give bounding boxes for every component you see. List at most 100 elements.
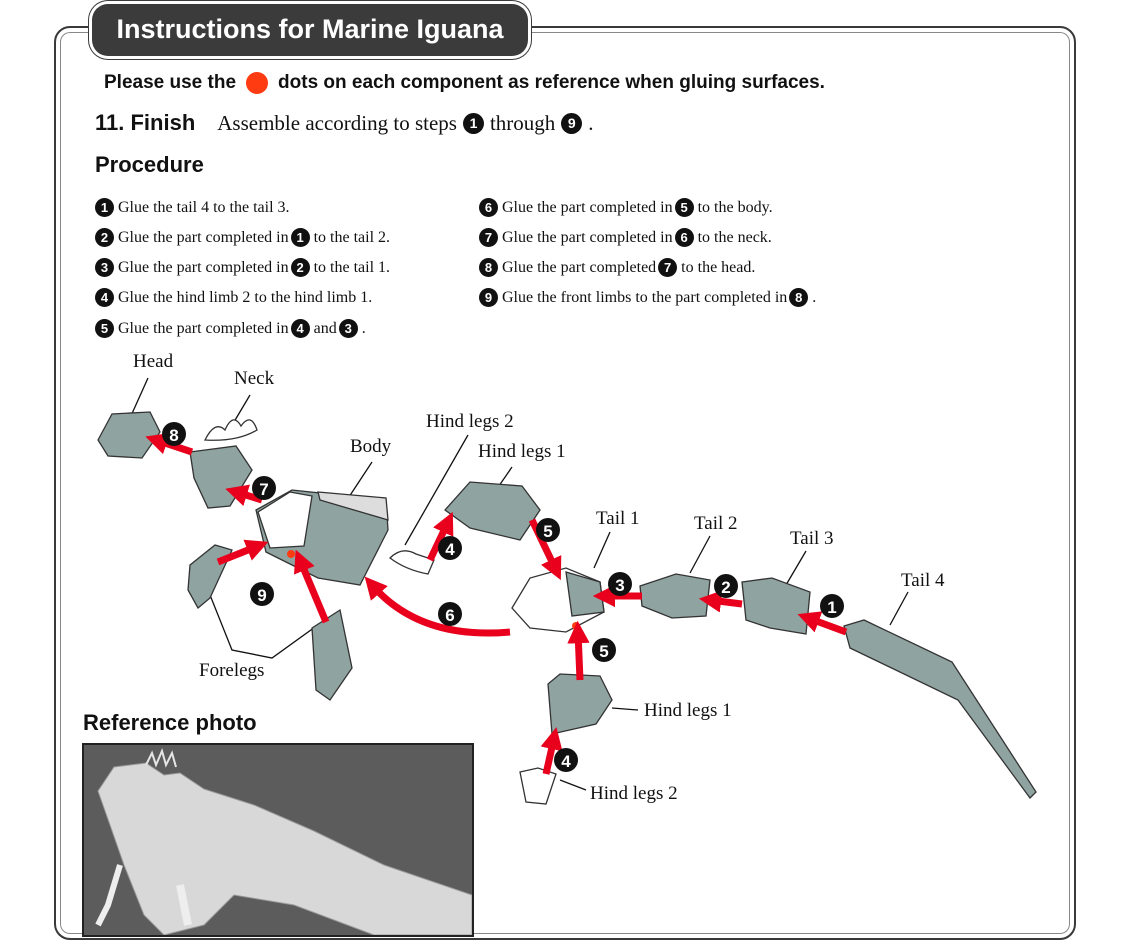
step-text: Glue the tail 4 to the tail 3. [118,198,290,216]
step-text: Glue the part completed in [118,228,289,246]
step-item-1: 1 Glue the tail 4 to the tail 3. [95,198,290,217]
assembly-diagram: 8 7 9 4 5 6 3 2 1 5 4 [97,377,1037,805]
step-badge-label: 8 [169,426,178,445]
step-badge: 4 [438,536,462,560]
step-item-8: 8 Glue the part completed 7 to the head. [479,258,755,277]
label-hind-legs-1-bottom: Hind legs 1 [644,700,732,721]
step-item-7: 7 Glue the part completed in 6 to the ne… [479,228,772,247]
step-badge-label: 4 [561,752,571,771]
step-item-9: 9 Glue the front limbs to the part compl… [479,288,816,307]
step-item-6: 6 Glue the part completed in 5 to the bo… [479,198,773,217]
step-text: and [313,319,337,337]
step-number-icon: 6 [674,228,694,247]
step-number-icon: 1 [462,112,484,134]
step-number-icon: 7 [658,258,678,277]
step-text: Glue the front limbs to the part complet… [502,288,788,306]
neck-spikes [203,419,258,441]
step-text: to the body. [697,198,773,216]
step-badge: 9 [250,582,274,606]
procedure-heading: Procedure [95,152,204,177]
finish-label: 11. Finish [95,110,196,135]
label-hind-legs-2-bottom: Hind legs 2 [590,783,678,804]
step-item-4: 4 Glue the hind limb 2 to the hind limb … [95,288,372,307]
step-number-icon: 2 [290,258,310,277]
step-number-icon: 4 [95,288,114,307]
step-number-icon: 4 [290,319,310,338]
label-neck: Neck [234,368,275,389]
iguana-photo-image [84,745,472,935]
assembly-arrows [145,432,848,775]
step-text: Glue the part completed [502,258,657,276]
step-badge: 3 [608,572,632,596]
label-hind-legs-2-top: Hind legs 2 [426,411,514,432]
step-number-icon: 5 [95,319,114,338]
step-text: to the tail 2. [313,228,391,246]
model-parts [97,411,1037,805]
tail-2-part [639,573,711,619]
step-badge: 7 [252,476,276,500]
label-body: Body [350,436,392,457]
step-badge-label: 5 [599,642,608,661]
step-number-icon: 9 [479,288,498,307]
page-title: Instructions for Marine Iguana [116,14,504,44]
step-item-5: 5 Glue the part completed in 4 and 3 . [95,319,366,338]
head-part [97,411,161,459]
step-badge-label: 5 [543,522,552,541]
step-badge-label: 2 [721,578,730,597]
step-badge-label: 1 [827,598,836,617]
finish-text-end: . [588,110,594,135]
tail-1-part [565,571,605,617]
note-text-after: dots on each component as reference when… [278,72,825,93]
step-badge: 2 [714,574,738,598]
step-badge: 1 [820,594,844,618]
step-text: Glue the hind limb 2 to the hind limb 1. [118,288,373,306]
step-text: Glue the part completed in [502,198,673,216]
step-number-icon: 8 [479,258,498,277]
step-text: to the head. [681,258,756,276]
step-badge-label: 4 [445,540,455,559]
tail-4-part [843,619,1037,799]
red-dot-icon [246,72,269,94]
hind-leg-2-bottom-claws [519,767,557,805]
step-text: Glue the part completed in [118,258,289,276]
label-forelegs: Forelegs [199,660,265,681]
step-number-icon: 7 [479,228,498,247]
step-badge-label: 9 [257,586,266,605]
step-number-icon: 6 [479,198,498,217]
step-number-icon: 3 [338,319,358,338]
step-badge-label: 3 [615,576,624,595]
label-tail-2: Tail 2 [694,513,738,534]
foreleg-left [187,544,233,610]
glue-note: Please use the dots on each component as… [104,72,825,94]
label-head: Head [133,351,174,372]
step-number-icon: 5 [674,198,694,217]
step-badge: 6 [438,602,462,626]
finish-text-mid: through [489,110,556,135]
step-number-icon: 3 [95,258,114,277]
finish-text-before: Assemble according to steps [217,110,457,135]
body-spikes [317,491,389,521]
label-tail-4: Tail 4 [901,570,945,591]
foreleg-right [311,608,353,701]
note-text-before: Please use the [104,72,237,93]
step-number-icon: 1 [95,198,114,217]
step-badge-label: 7 [259,480,268,499]
step-item-3: 3 Glue the part completed in 2 to the ta… [95,258,390,277]
label-tail-1: Tail 1 [596,508,640,529]
step-item-2: 2 Glue the part completed in 1 to the ta… [95,228,390,247]
hind-leg-1-top [444,481,541,541]
step-badge: 5 [536,518,560,542]
label-hind-legs-1-top: Hind legs 1 [478,441,566,462]
hind-leg-1-bottom [547,673,613,735]
step-badges: 8 7 9 4 5 6 3 2 1 5 4 [162,422,844,772]
step-number-icon: 9 [561,112,583,134]
step-text: Glue the part completed in [502,228,673,246]
step-text: Glue the part completed in [118,319,289,337]
tail-3-part [741,577,811,635]
reference-photo-title: Reference photo [83,710,257,735]
step-text: to the neck. [697,228,772,246]
step-badge: 8 [162,422,186,446]
leader-lines [129,377,909,791]
step-number-icon: 8 [789,288,809,307]
step-number-icon: 1 [290,228,310,247]
